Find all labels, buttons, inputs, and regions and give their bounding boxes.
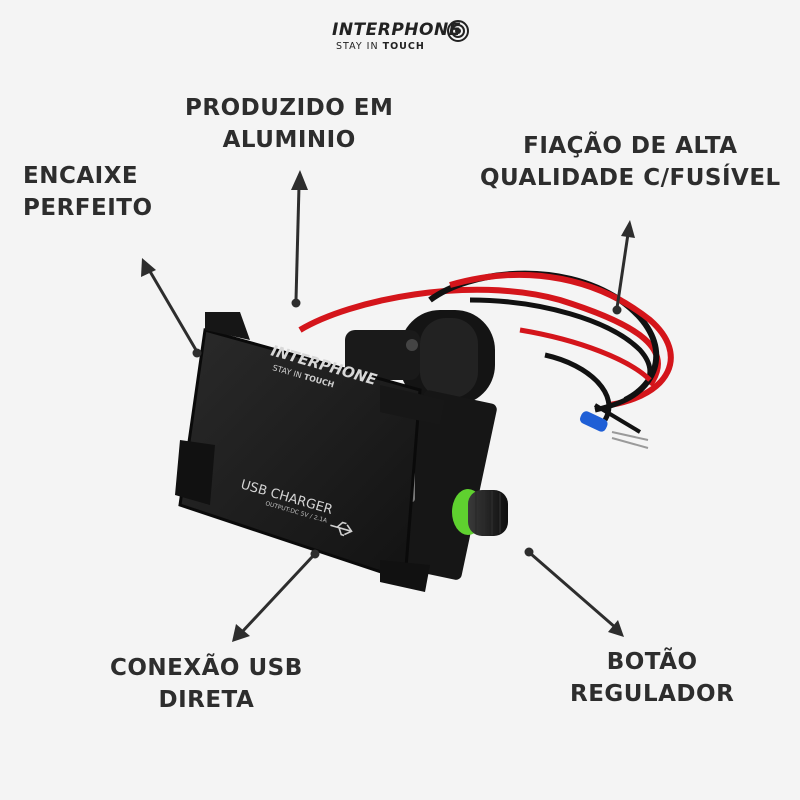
logo-brand-text: INTERPHONE: [332, 20, 461, 40]
callout-conexao-usb: CONEXÃO USB DIRETA: [110, 655, 303, 713]
callout-produzido-aluminio: PRODUZIDO EM ALUMINIO: [185, 95, 394, 153]
wiring-harness: [298, 270, 674, 449]
arrow-usb-dot: [310, 549, 320, 559]
arrow-fiacao-dot: [612, 305, 622, 315]
arrow-encaixe-head: [141, 258, 156, 277]
arrow-aluminio-dot: [291, 298, 301, 308]
signal-waves-icon: [447, 20, 469, 42]
callout-botao-regulador: BOTÃO REGULADOR: [570, 649, 735, 707]
logo-tagline: STAY IN TOUCH: [336, 41, 425, 52]
arrow-usb: [240, 554, 315, 634]
arrow-botao-dot: [524, 547, 534, 557]
interphone-logo: INTERPHONE STAY IN TOUCH: [330, 12, 505, 58]
arrow-fiacao: [615, 233, 630, 309]
arrow-encaixe-dot: [192, 348, 202, 358]
adjustment-knob: [452, 489, 508, 536]
blue-connector: [579, 411, 608, 432]
arrow-aluminio-head: [291, 170, 308, 190]
arrow-fiacao-head: [621, 220, 635, 238]
arrow-botao-head: [608, 620, 624, 637]
arrow-usb-head: [232, 624, 250, 642]
arrow-encaixe: [146, 267, 198, 351]
arrow-aluminio: [294, 185, 301, 301]
callout-arrows: [141, 170, 635, 642]
callout-encaixe-perfeito: ENCAIXE PERFEITO: [23, 163, 153, 221]
arrow-botao: [530, 552, 617, 630]
usb-symbol-icon: [330, 521, 353, 537]
callout-fiacao-alta-qualidade: FIAÇÃO DE ALTA QUALIDADE C/FUSÍVEL: [480, 133, 781, 191]
handlebar-clamp: [345, 310, 495, 405]
